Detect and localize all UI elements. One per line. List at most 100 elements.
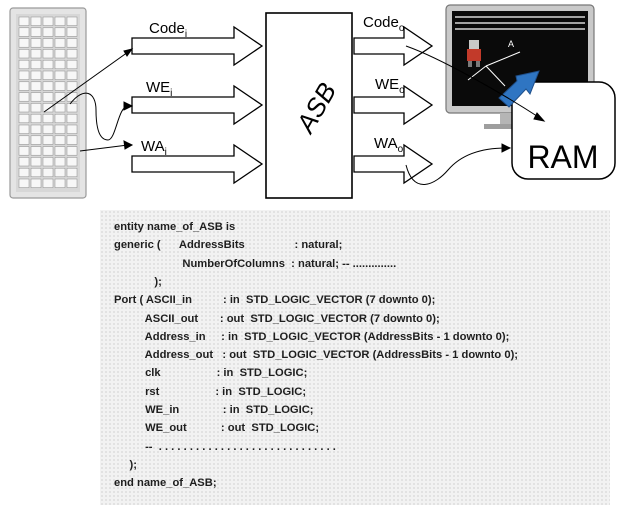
connector-wa-ram-arrowhead	[501, 143, 512, 153]
code-line: -- . . . . . . . . . . . . . . . . . . .…	[114, 440, 336, 453]
vhdl-code-panel: entity name_of_ASB is generic ( AddressBi…	[100, 210, 610, 505]
keyboard-key	[18, 146, 30, 156]
keyboard-key	[66, 70, 78, 80]
keyboard-key	[42, 92, 54, 102]
keyboard-key	[54, 27, 66, 37]
output-arrow-wa	[353, 143, 434, 185]
input-arrow-wa	[131, 143, 264, 185]
connector-wa-arrowhead	[123, 140, 134, 150]
connector-code-arrowhead	[123, 48, 134, 57]
input-label-code: Codei	[149, 20, 187, 40]
code-line: generic ( AddressBits : natural;	[114, 239, 343, 252]
keyboard-key	[18, 49, 30, 59]
keyboard-key	[30, 59, 42, 70]
keyboard-key	[54, 157, 66, 167]
code-line: Port ( ASCII_in : in STD_LOGIC_VECTOR (7…	[114, 294, 436, 307]
keyboard-key	[18, 16, 30, 26]
keyboard-key	[42, 70, 54, 80]
code-line: );	[114, 458, 137, 471]
blue-arrow-icon	[498, 70, 540, 108]
keyboard-key	[42, 49, 54, 59]
keyboard-key	[30, 157, 42, 167]
output-label-wa: WAo	[374, 135, 404, 155]
connector-wa-line	[79, 144, 129, 152]
keyboard-key	[30, 49, 42, 59]
connector-code-line	[43, 51, 129, 113]
connector-wa-ram	[405, 147, 507, 185]
keyboard-key	[54, 81, 66, 91]
code-line: );	[114, 275, 162, 288]
keyboard-key	[30, 38, 42, 48]
code-line: clk : in STD_LOGIC;	[114, 367, 308, 380]
keyboard-key	[30, 81, 42, 91]
keyboard-key	[54, 16, 66, 26]
keyboard-key	[54, 167, 66, 178]
keyboard-key	[66, 103, 78, 113]
keyboard-key	[30, 92, 42, 102]
keyboard-key	[42, 113, 54, 124]
code-line: WE_out : out STD_LOGIC;	[114, 422, 320, 435]
keyboard-key	[42, 135, 54, 145]
code-line: WE_in : in STD_LOGIC;	[114, 404, 314, 416]
input-label-we: WEi	[146, 79, 172, 99]
code-line: entity name_of_ASB is	[114, 221, 236, 233]
asb-block	[265, 12, 353, 199]
keyboard-key	[54, 135, 66, 145]
keyboard-key	[18, 92, 30, 102]
keyboard-icon	[9, 7, 87, 199]
keyboard-key	[66, 124, 78, 134]
input-label-wa: WAi	[141, 138, 167, 158]
connector-we-wave	[69, 92, 129, 141]
keyboard-key	[66, 146, 78, 156]
keyboard-key	[42, 103, 54, 113]
keyboard-key	[42, 16, 54, 26]
keyboard-key	[18, 135, 30, 145]
keyboard-key	[54, 146, 66, 156]
code-line: Address_in : in STD_LOGIC_VECTOR (Addres…	[114, 330, 510, 343]
keyboard-key	[30, 124, 42, 134]
input-arrow-code	[131, 25, 264, 67]
keyboard-key	[30, 16, 42, 26]
keyboard-key	[30, 146, 42, 156]
keyboard-key	[42, 38, 54, 48]
keyboard-key	[18, 103, 30, 113]
keyboard-key	[66, 167, 78, 178]
keyboard-key	[66, 16, 78, 26]
screen-letter: A	[508, 39, 514, 49]
output-label-code: Codeo	[363, 14, 405, 34]
keyboard-key	[30, 27, 42, 37]
input-arrow-we	[131, 84, 264, 126]
ram-label: RAM	[527, 139, 598, 175]
output-arrow-we	[353, 84, 434, 126]
keyboard-key	[42, 157, 54, 167]
keyboard-key	[66, 49, 78, 59]
code-line: NumberOfColumns : natural; -- ..........…	[114, 257, 397, 270]
code-line: end name_of_ASB;	[114, 477, 217, 490]
code-line: ASCII_out : out STD_LOGIC_VECTOR (7 down…	[114, 312, 440, 325]
keyboard-key	[18, 157, 30, 167]
keyboard-key	[18, 81, 30, 91]
keyboard-key	[30, 103, 42, 113]
keyboard-key	[18, 113, 30, 124]
connector-we-arrowhead	[123, 101, 134, 111]
keyboard-key	[42, 146, 54, 156]
connector-code-ram	[405, 45, 541, 119]
keyboard-key	[30, 167, 42, 178]
ram-box	[511, 81, 616, 180]
keyboard-key	[66, 59, 78, 70]
keyboard-key	[42, 81, 54, 91]
keyboard-key	[54, 103, 66, 113]
code-line: rst : in STD_LOGIC;	[114, 385, 307, 398]
keyboard-key	[54, 124, 66, 134]
keyboard-key	[54, 59, 66, 70]
keyboard-key	[42, 167, 54, 178]
keyboard-key	[66, 135, 78, 145]
keyboard-key	[30, 113, 42, 124]
keyboard-key	[18, 38, 30, 48]
robot-icon	[467, 40, 481, 67]
keyboard-key	[42, 27, 54, 37]
keyboard-key	[18, 27, 30, 37]
keyboard-key	[66, 178, 78, 188]
